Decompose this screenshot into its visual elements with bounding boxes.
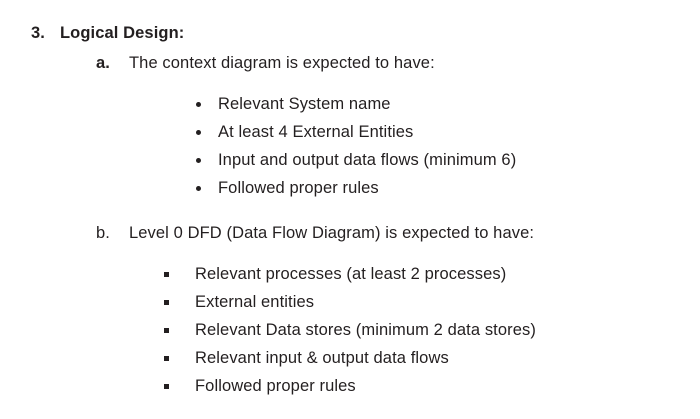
subsection-b-marker: b. [96, 224, 110, 242]
list-item-label: Followed proper rules [195, 377, 356, 395]
list-item-label: Relevant System name [218, 95, 391, 113]
square-bullet-icon [164, 300, 169, 305]
list-item-label: Followed proper rules [218, 179, 379, 197]
disc-bullet-icon [196, 158, 201, 163]
list-item: External entities [0, 288, 536, 316]
square-bullet-icon [164, 328, 169, 333]
list-item: Followed proper rules [0, 174, 516, 202]
subsection-b: b. Level 0 DFD (Data Flow Diagram) is ex… [0, 224, 534, 243]
square-bullet-icon [164, 356, 169, 361]
subsection-a: a. The context diagram is expected to ha… [0, 54, 435, 73]
list-item: Relevant Data stores (minimum 2 data sto… [0, 316, 536, 344]
list-item: Followed proper rules [0, 372, 536, 400]
list-item: At least 4 External Entities [0, 118, 516, 146]
disc-bullet-icon [196, 186, 201, 191]
list-item: Input and output data flows (minimum 6) [0, 146, 516, 174]
list-item-label: Input and output data flows (minimum 6) [218, 151, 517, 169]
square-bullet-icon [164, 384, 169, 389]
subsection-b-bullet-list: Relevant processes (at least 2 processes… [0, 260, 536, 400]
section-marker: 3. [31, 24, 45, 42]
disc-bullet-icon [196, 102, 201, 107]
list-item-label: At least 4 External Entities [218, 123, 414, 141]
list-item-label: External entities [195, 293, 315, 311]
square-bullet-icon [164, 272, 169, 277]
subsection-a-bullet-list: Relevant System name At least 4 External… [0, 90, 516, 202]
subsection-b-text: Level 0 DFD (Data Flow Diagram) is expec… [129, 224, 535, 242]
list-item-label: Relevant processes (at least 2 processes… [195, 265, 507, 283]
disc-bullet-icon [196, 130, 201, 135]
list-item: Relevant input & output data flows [0, 344, 536, 372]
section-heading-3: 3. Logical Design: [0, 24, 184, 43]
list-item-label: Relevant input & output data flows [195, 349, 449, 367]
section-title: Logical Design: [60, 24, 185, 42]
list-item-label: Relevant Data stores (minimum 2 data sto… [195, 321, 536, 339]
list-item: Relevant System name [0, 90, 516, 118]
subsection-a-text: The context diagram is expected to have: [129, 54, 435, 72]
list-item: Relevant processes (at least 2 processes… [0, 260, 536, 288]
subsection-a-marker: a. [96, 54, 110, 72]
